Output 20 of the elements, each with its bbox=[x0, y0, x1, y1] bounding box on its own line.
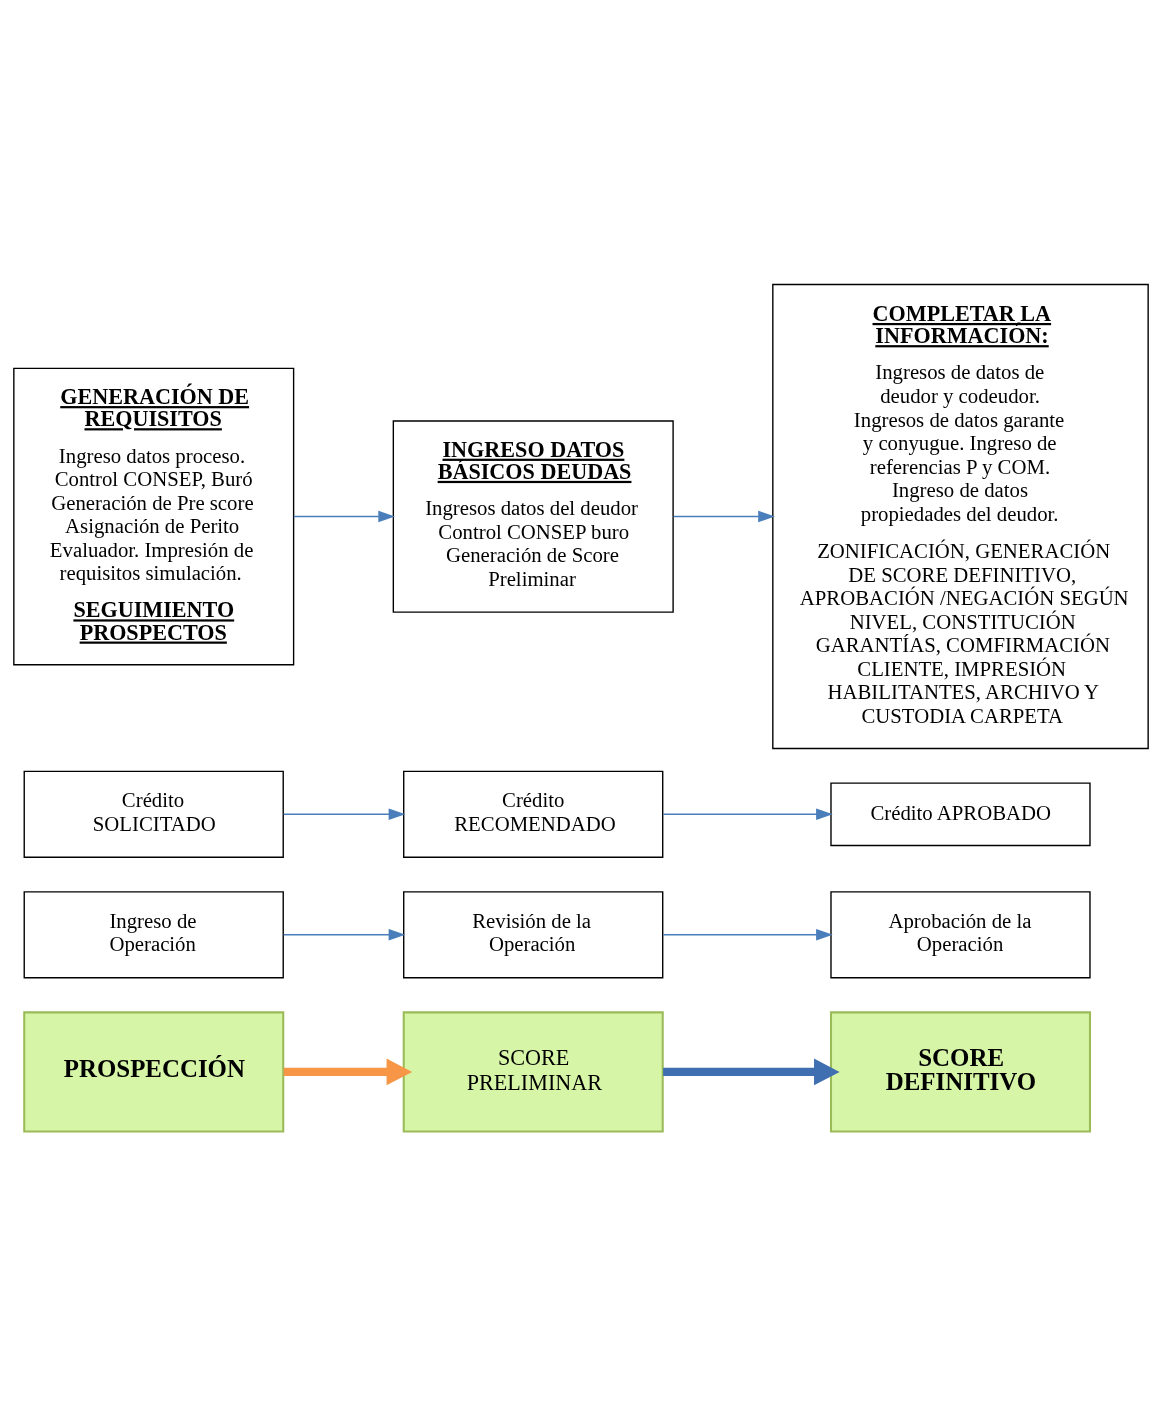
arrow bbox=[662, 808, 833, 821]
arrow bbox=[672, 510, 775, 523]
arrow bbox=[663, 1058, 840, 1086]
arrow bbox=[662, 928, 833, 941]
arrow bbox=[283, 808, 406, 821]
node-box: Crédito SOLICITADO bbox=[23, 770, 284, 858]
node-box: SCORE PRELIMINAR bbox=[402, 1011, 664, 1133]
node-box: Ingreso de Operación bbox=[23, 891, 284, 979]
node-box: INGRESO DATOS BÁSICOS DEUDAS Ingresos datos del deudor Control CONSEP buro Generación de Score Preliminar bbox=[392, 420, 674, 613]
node-box: COMPLETAR LA INFORMACIÓN: Ingresos de datos de deudor y codeudor. Ingresos de datos garante y conyugue. Ingreso de referencias P y COM. Ingreso de datos propiedades del deudor. ZONIFICACIÓN, GENERACIÓN DE SCORE DEFINITIVO, APROBACIÓN /NEGACIÓN SEGÚN NIVEL, CONSTITUCIÓN GARANTÍAS, COMFIRMACIÓN CLIENTE, IMPRESIÓN HABILITANTES, ARCHIVO Y CUSTODIA CARPETA bbox=[772, 283, 1149, 750]
node-box: Revisión de la Operación bbox=[403, 891, 664, 979]
node-box: Crédito APROBADO bbox=[830, 782, 1091, 847]
arrow bbox=[283, 928, 406, 941]
arrow bbox=[283, 1058, 413, 1086]
node-box: PROSPECCIÓN bbox=[23, 1011, 285, 1133]
node-box: GENERACIÓN DE REQUISITOS Ingreso datos proceso. Control CONSEP, Buró Generación de Pre score Asignación de Perito Evaluador. Impresión de requisitos simulación. SEGUIMIENTO PROSPECTOS bbox=[13, 367, 295, 666]
node-box: Crédito RECOMENDADO bbox=[403, 770, 664, 858]
node-box: SCORE DEFINITIVO bbox=[829, 1011, 1091, 1133]
arrow bbox=[293, 510, 395, 523]
node-box: Aprobación de la Operación bbox=[830, 891, 1091, 979]
